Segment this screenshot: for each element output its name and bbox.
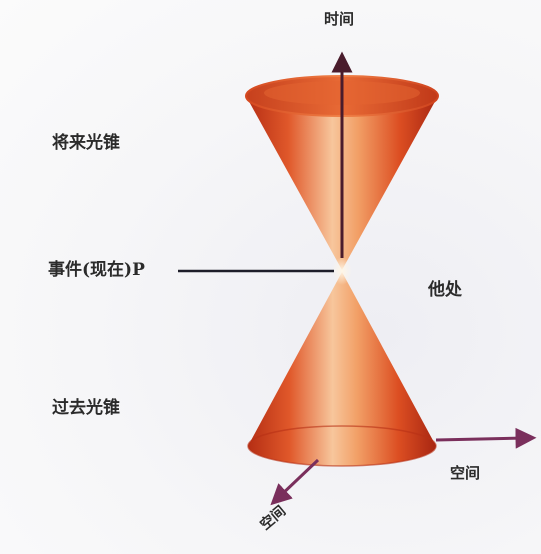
event-p-label: 事件(现在)P	[48, 260, 145, 280]
event-point-glow	[332, 257, 352, 285]
space-axis-right-label: 空间	[450, 464, 481, 482]
past-light-cone	[247, 272, 437, 467]
past-cone-label: 过去光锥	[52, 398, 120, 418]
time-axis-label: 时间	[324, 10, 355, 28]
space-axis-diagonal-arrow	[270, 458, 320, 506]
space-axis-right-arrow	[435, 427, 537, 449]
elsewhere-label: 他处	[428, 280, 462, 300]
future-cone-label: 将来光锥	[52, 133, 120, 153]
